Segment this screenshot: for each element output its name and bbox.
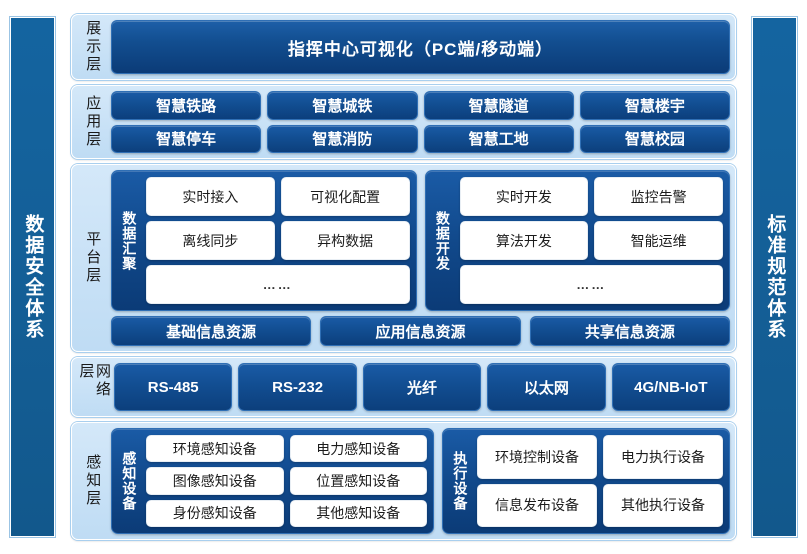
data-aggregation-items: 实时接入 可视化配置 离线同步 异构数据 …… [146, 177, 410, 304]
platform-group-data-aggregation: 数据汇聚 实时接入 可视化配置 离线同步 异构数据 …… [111, 170, 417, 311]
actuator-devices-row-2: 信息发布设备 其他执行设备 [476, 483, 724, 527]
network-item-ethernet[interactable]: 以太网 [487, 363, 606, 411]
cell-intelligent-ops[interactable]: 智能运维 [594, 221, 723, 260]
layer-stack: 展示层 指挥中心可视化（PC端/移动端） 应用层 智慧铁路 智慧城铁 智慧隧道 … [71, 14, 736, 540]
sense-group-sensing-devices: 感知设备 环境感知设备 电力感知设备 图像感知设备 位置感知设备 [111, 428, 434, 534]
app-item-smart-tunnel[interactable]: 智慧隧道 [423, 91, 574, 120]
cell-offline-sync[interactable]: 离线同步 [146, 221, 275, 260]
app-item-smart-parking[interactable]: 智慧停车 [111, 124, 262, 153]
application-row-1: 智慧铁路 智慧城铁 智慧隧道 智慧楼宇 [111, 91, 730, 120]
cell-power-sensing-device[interactable]: 电力感知设备 [289, 435, 427, 463]
cell-other-sensing-device[interactable]: 其他感知设备 [289, 499, 427, 527]
cell-environment-control-device[interactable]: 环境控制设备 [476, 435, 597, 479]
sensing-devices-row-1: 环境感知设备 电力感知设备 [146, 435, 427, 463]
network-layer-body: RS-485 RS-232 光纤 以太网 4G/NB-IoT [110, 363, 731, 411]
resource-basic-information[interactable]: 基础信息资源 [111, 316, 312, 346]
data-aggregation-row-3: …… [146, 265, 410, 304]
sense-groups: 感知设备 环境感知设备 电力感知设备 图像感知设备 位置感知设备 [111, 428, 730, 534]
layer-label-platform: 平台层 [84, 231, 102, 285]
cell-information-release-device[interactable]: 信息发布设备 [476, 483, 597, 527]
sense-layer-body: 感知设备 环境感知设备 电力感知设备 图像感知设备 位置感知设备 [107, 428, 730, 534]
band-platform-layer: 平台层 数据汇聚 实时接入 可视化配置 离线同步 异 [71, 164, 736, 352]
data-aggregation-row-2: 离线同步 异构数据 [146, 221, 410, 260]
band-sense-layer: 感知层 感知设备 环境感知设备 电力感知设备 图像感知设备 [71, 422, 736, 540]
actuator-devices-row-1: 环境控制设备 电力执行设备 [476, 435, 724, 479]
app-item-smart-railway[interactable]: 智慧铁路 [111, 91, 262, 120]
resource-application-information[interactable]: 应用信息资源 [320, 316, 521, 346]
cell-realtime-development[interactable]: 实时开发 [459, 177, 589, 216]
cell-other-actuator-device[interactable]: 其他执行设备 [603, 483, 724, 527]
band-application-layer: 应用层 智慧铁路 智慧城铁 智慧隧道 智慧楼宇 智慧停车 智慧消防 智慧工地 智… [71, 85, 736, 159]
cell-environment-sensing-device[interactable]: 环境感知设备 [146, 435, 284, 463]
cell-visual-configuration[interactable]: 可视化配置 [280, 177, 410, 216]
layer-label-sense: 感知层 [84, 454, 102, 508]
group-title-sensing-devices: 感知设备 [121, 451, 138, 511]
actuator-devices-items: 环境控制设备 电力执行设备 信息发布设备 其他执行设备 [476, 435, 724, 527]
pillar-standard-specification-system: 标准规范体系 [752, 17, 797, 537]
group-title-actuator-devices: 执行设备 [452, 451, 469, 511]
network-item-4g-nbiot[interactable]: 4G/NB-IoT [611, 363, 731, 411]
data-development-items: 实时开发 监控告警 算法开发 智能运维 …… [459, 177, 723, 304]
platform-layer-body: 数据汇聚 实时接入 可视化配置 离线同步 异构数据 …… [107, 170, 730, 346]
cell-heterogeneous-data[interactable]: 异构数据 [280, 221, 410, 260]
cell-identity-sensing-device[interactable]: 身份感知设备 [146, 499, 284, 527]
data-development-row-3: …… [459, 265, 723, 304]
application-row-2: 智慧停车 智慧消防 智慧工地 智慧校园 [111, 124, 730, 153]
network-item-rs485[interactable]: RS-485 [114, 363, 233, 411]
app-item-smart-firefighting[interactable]: 智慧消防 [267, 124, 418, 153]
application-layer-body: 智慧铁路 智慧城铁 智慧隧道 智慧楼宇 智慧停车 智慧消防 智慧工地 智慧校园 [107, 91, 730, 153]
group-title-data-development: 数据开发 [434, 210, 451, 271]
app-item-smart-metro[interactable]: 智慧城铁 [267, 91, 418, 120]
display-layer-body: 指挥中心可视化（PC端/移动端） [107, 20, 730, 74]
cell-realtime-access[interactable]: 实时接入 [146, 177, 275, 216]
resource-shared-information[interactable]: 共享信息资源 [529, 316, 730, 346]
band-display-layer: 展示层 指挥中心可视化（PC端/移动端） [71, 14, 736, 80]
platform-group-data-development: 数据开发 实时开发 监控告警 算法开发 智能运维 …… [424, 170, 730, 311]
app-item-smart-building[interactable]: 智慧楼宇 [579, 91, 730, 120]
platform-groups: 数据汇聚 实时接入 可视化配置 离线同步 异构数据 …… [111, 170, 730, 311]
cell-monitoring-alarm[interactable]: 监控告警 [594, 177, 723, 216]
data-development-row-2: 算法开发 智能运维 [459, 221, 723, 260]
layer-label-network: 网络层 [77, 363, 112, 399]
data-aggregation-row-1: 实时接入 可视化配置 [146, 177, 410, 216]
pillar-data-security-system: 数据安全体系 [10, 17, 55, 537]
network-item-fiber[interactable]: 光纤 [362, 363, 482, 411]
sense-group-actuator-devices: 执行设备 环境控制设备 电力执行设备 信息发布设备 其他执行设备 [441, 428, 730, 534]
cell-algorithm-development[interactable]: 算法开发 [459, 221, 589, 260]
platform-resources-row: 基础信息资源 应用信息资源 共享信息资源 [111, 316, 730, 346]
cell-data-development-more[interactable]: …… [459, 265, 723, 304]
network-item-rs232[interactable]: RS-232 [238, 363, 357, 411]
layer-label-display: 展示层 [84, 20, 102, 74]
command-center-visualization-banner[interactable]: 指挥中心可视化（PC端/移动端） [111, 20, 730, 74]
cell-power-actuator-device[interactable]: 电力执行设备 [603, 435, 724, 479]
cell-position-sensing-device[interactable]: 位置感知设备 [289, 467, 427, 495]
band-network-layer: 网络层 RS-485 RS-232 光纤 以太网 4G/NB-IoT [71, 357, 736, 417]
sensing-devices-row-3: 身份感知设备 其他感知设备 [146, 499, 427, 527]
network-items-row: RS-485 RS-232 光纤 以太网 4G/NB-IoT [114, 363, 731, 411]
layer-label-application: 应用层 [84, 95, 102, 149]
group-title-data-aggregation: 数据汇聚 [121, 210, 138, 271]
app-item-smart-construction[interactable]: 智慧工地 [423, 124, 574, 153]
app-item-smart-campus[interactable]: 智慧校园 [579, 124, 730, 153]
sensing-devices-row-2: 图像感知设备 位置感知设备 [146, 467, 427, 495]
sensing-devices-items: 环境感知设备 电力感知设备 图像感知设备 位置感知设备 身份感知设备 其他感知设… [146, 435, 427, 527]
cell-data-aggregation-more[interactable]: …… [146, 265, 410, 304]
cell-image-sensing-device[interactable]: 图像感知设备 [146, 467, 284, 495]
data-development-row-1: 实时开发 监控告警 [459, 177, 723, 216]
